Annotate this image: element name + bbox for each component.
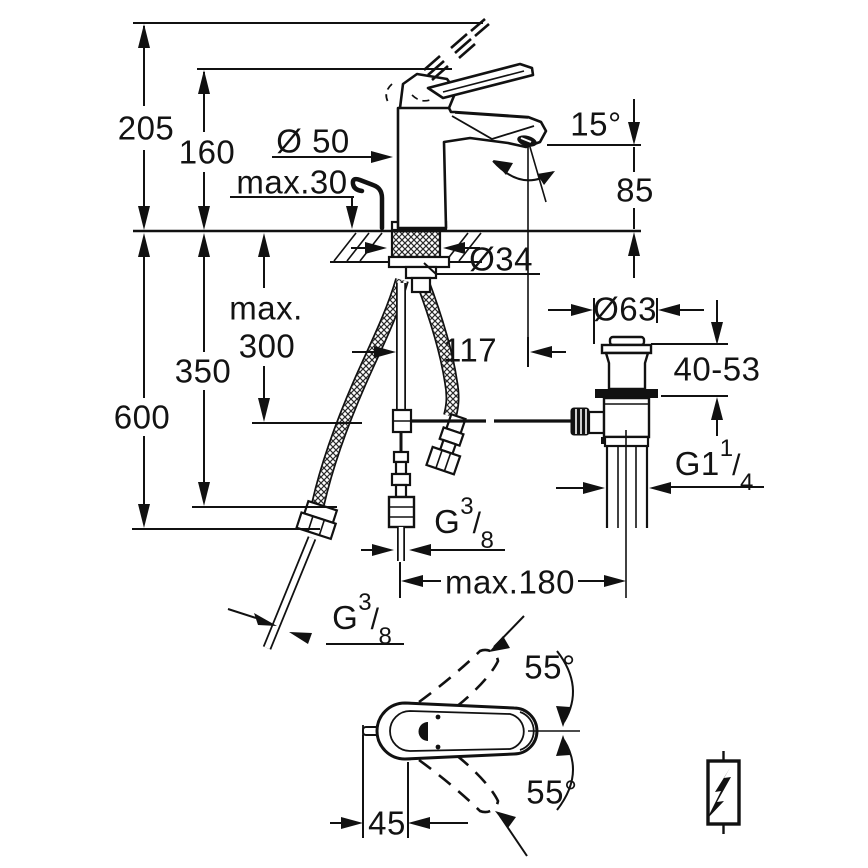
- dim-350: 350: [174, 352, 232, 390]
- dim-spout-reach: 117: [442, 331, 498, 369]
- dimension-lines: [132, 22, 764, 857]
- dim-waste-thread: G11/4: [674, 437, 754, 495]
- counter-section: [133, 229, 641, 294]
- supply-thread-numerator: 3: [358, 589, 372, 617]
- faucet-top-view: [362, 648, 580, 814]
- supply-thread-slash: /: [472, 507, 482, 541]
- supply-thread-slash: /: [370, 603, 380, 637]
- supply-thread-denominator: 8: [480, 526, 494, 554]
- dim-supply-thread-left: G3/8: [332, 591, 392, 649]
- dim-waste-offset-max: max.180: [444, 563, 576, 601]
- dim-spout-top-height: 160: [178, 133, 236, 171]
- dim-waste-flange-diameter: Ø63: [593, 290, 657, 328]
- waste-thread-denominator: 4: [739, 468, 754, 496]
- dim-handle-swing-upper: 55°: [524, 648, 576, 686]
- supply-thread-prefix: G: [434, 503, 461, 541]
- dim-lever-offset: 45: [368, 804, 406, 842]
- dim-outlet-height: 85: [616, 171, 654, 209]
- dim-600: 600: [113, 398, 171, 436]
- waste-thread-prefix: G1: [674, 445, 720, 483]
- supply-hoses: [262, 277, 467, 650]
- dim-handle-swing-lower: 55°: [526, 773, 578, 811]
- dim-supply-thread-center: G3/8: [434, 495, 494, 553]
- dim-deck-thickness-max: max.30: [236, 163, 348, 201]
- dim-below-deck-max-line2: 300: [238, 327, 296, 365]
- dim-clamping-range: 40-53: [673, 350, 761, 388]
- pop-up-waste-assembly: [412, 335, 658, 598]
- lightning-bolt-icon: [706, 751, 741, 834]
- dim-below-deck-max-line1: max.: [229, 289, 303, 327]
- dimension-arrowheads: [138, 24, 723, 829]
- dim-base-diameter: Ø 50: [276, 122, 350, 160]
- raised-lever-dashes: [423, 18, 490, 81]
- dim-total-height: 205: [117, 109, 175, 147]
- supply-thread-prefix: G: [332, 599, 359, 637]
- waste-thread-slash: /: [732, 449, 741, 483]
- dim-spout-angle: 15°: [570, 105, 622, 143]
- faucet-side-view: [350, 18, 548, 232]
- waste-thread-numerator: 1: [719, 435, 734, 463]
- supply-thread-numerator: 3: [460, 493, 474, 521]
- dim-hole-diameter: Ø34: [469, 240, 533, 278]
- supply-thread-denominator: 8: [378, 622, 392, 650]
